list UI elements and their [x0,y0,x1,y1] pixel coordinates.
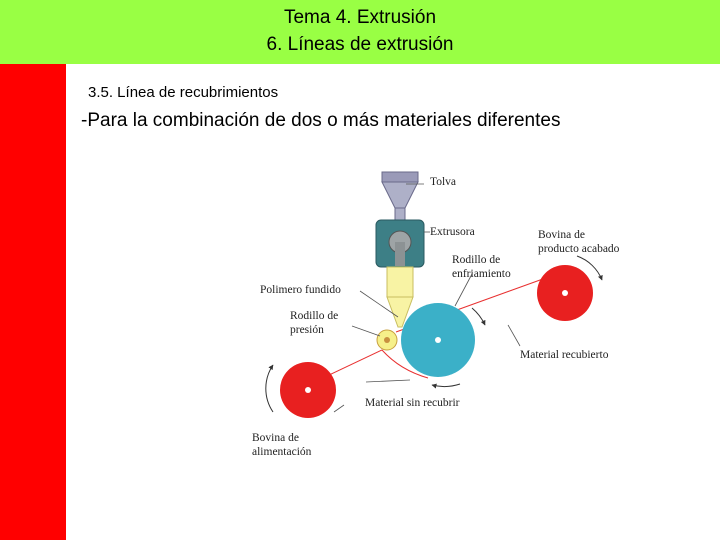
label-polimero-fundido: Polimero fundido [260,284,341,296]
label-rodillo-presion-line1: Rodillo de [290,310,338,322]
label-material-sin-recubrir: Material sin recubrir [365,397,460,409]
chill-roll-icon [401,303,486,389]
header-title-line-1: Tema 4. Extrusión [283,7,437,28]
leader-lines [333,183,521,413]
label-bovina-producto-line1: Bovina de [538,229,585,241]
description-text: -Para la combinación de dos o más materi… [81,110,561,131]
pressure-roll-icon [376,329,398,351]
extruder-icon [375,219,425,268]
label-rodillo-presion-line2: presión [290,324,324,336]
die-icon [386,266,414,328]
label-bovina-alimentacion-line1: Bovina de [252,432,299,444]
product-bobbin-icon [537,255,603,321]
slide-header: Tema 4. Extrusión 6. Líneas de extrusión [0,0,720,64]
label-extrusora: Extrusora [430,226,475,238]
label-bovina-alimentacion-line2: alimentación [252,446,312,458]
feed-bobbin-icon [265,362,336,418]
header-title-line-2: 6. Líneas de extrusión [266,34,454,55]
left-red-sidebar [0,64,66,540]
hopper-icon [381,171,419,221]
label-rodillo-enfriamiento-line2: enfriamiento [452,268,511,280]
coating-line-diagram: Tolva Extrusora Bovina de producto acaba… [252,171,620,458]
label-bovina-producto-line2: producto acabado [538,243,620,255]
section-title: 3.5. Línea de recubrimientos [88,84,279,101]
label-rodillo-enfriamiento-line1: Rodillo de [452,254,500,266]
label-material-recubierto: Material recubierto [520,349,609,361]
label-tolva: Tolva [430,176,456,188]
